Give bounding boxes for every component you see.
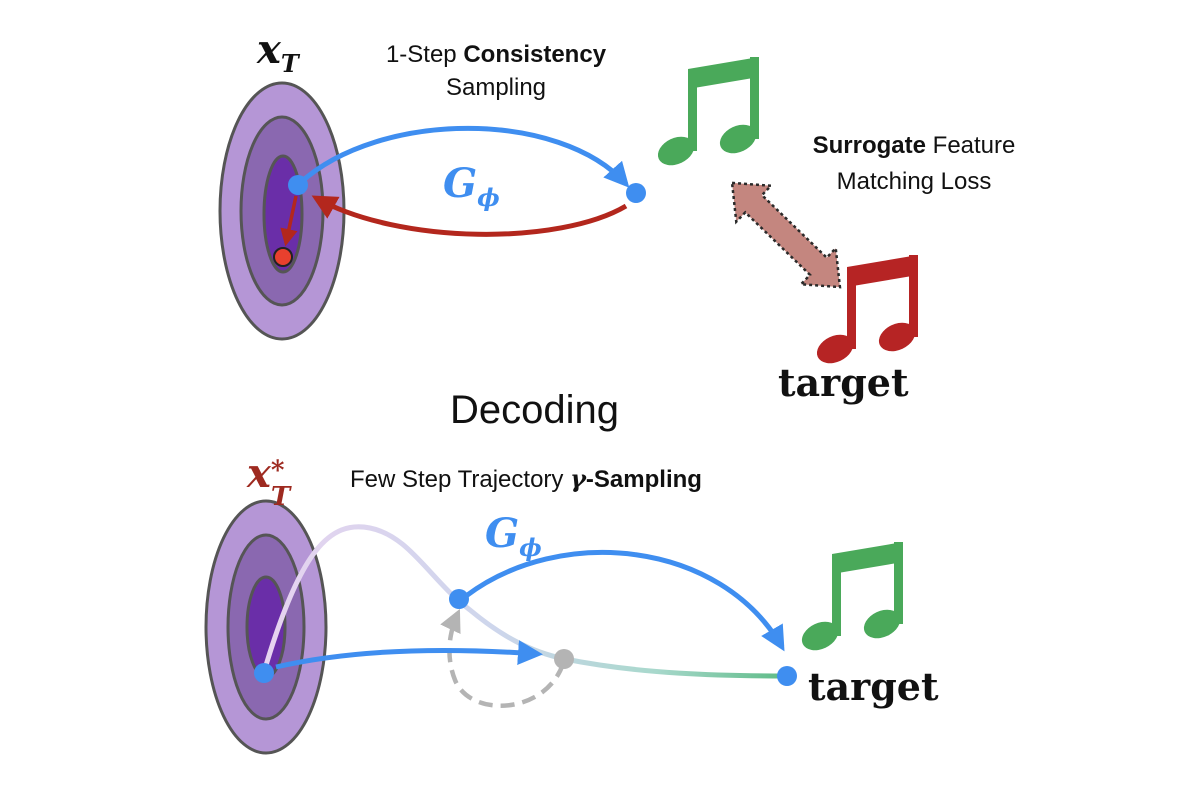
bottom-target-point [777,666,797,686]
bottom-latent-ellipses [204,499,328,755]
section-title: Decoding [450,388,620,432]
loss-line2: Matching Loss [836,168,992,195]
top-sampling-label: 1-Step Consistency Sampling [366,38,626,104]
top-start-point [288,175,308,195]
top-latent-ellipses [218,81,346,341]
bottom-long-arrow [464,550,785,652]
bottom-generator-label: Gϕ [485,510,542,562]
bottom-trajectory [261,524,787,679]
bottom-latent-label: x*T [247,450,291,512]
loss-line1: Surrogate Feature [812,132,1016,159]
top-sampling-line1: 1-Step Consistency [385,41,607,68]
loss-label: Surrogate Feature Matching Loss [794,128,1034,200]
bottom-sampling-label: Few Step Trajectory γ-Sampling [350,464,702,493]
top-green-note-icon [653,57,761,171]
top-small-red-arrow [280,195,298,247]
top-backward-arrow [311,195,628,237]
bottom-gray-dashed-arrow [440,608,566,708]
top-generator-label: Gϕ [443,160,500,212]
top-forward-arrow [298,125,630,188]
bottom-short-arrow [275,640,543,670]
bottom-start-point [254,663,274,683]
top-end-point [626,183,646,203]
bottom-green-note-icon [797,542,905,656]
top-target-label: target [778,360,909,405]
top-red-point [273,247,293,267]
bottom-target-label: target [808,664,939,709]
top-sampling-line2: Sampling [445,74,547,101]
bottom-gray-point [554,649,574,669]
bottom-mid-point [449,589,469,609]
loss-double-arrow [730,181,842,289]
top-latent-label: xT [257,26,299,78]
